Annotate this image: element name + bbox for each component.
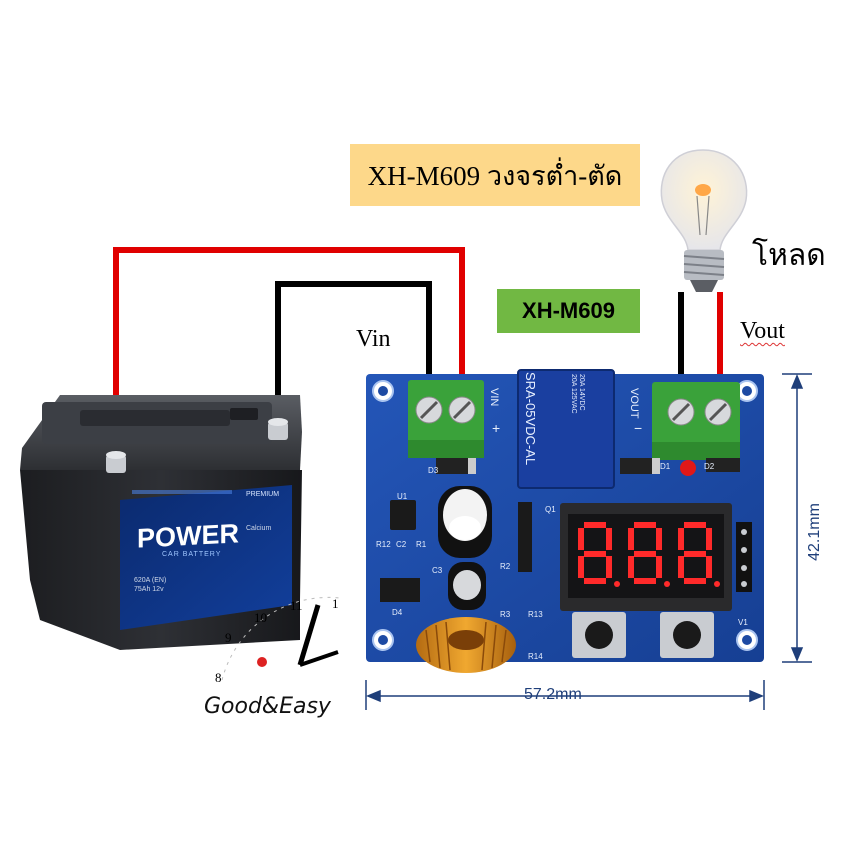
vin-plus-label: +: [492, 420, 501, 436]
vout-minus-label: −: [634, 420, 643, 436]
clock-9: 9: [225, 630, 232, 645]
battery: [20, 395, 302, 650]
model-badge: XH-M609: [497, 289, 640, 333]
light-bulb-icon: [660, 149, 748, 292]
component-label-u1: U1: [397, 492, 408, 501]
brand-watermark: Good&Easy: [204, 694, 331, 719]
relay-rating: 20A 14VDC 20A 125VAC: [569, 374, 585, 414]
capacitor-small: [448, 562, 486, 610]
digit-2-segment-4: [634, 578, 656, 584]
battery-spec-line2: 75Ah 12v: [134, 586, 164, 593]
digit-1-segment-7: [584, 551, 606, 557]
relay-part-number: SRA-05VDC-AL: [523, 372, 538, 466]
clock-11: 11: [290, 598, 303, 613]
component-label-r1: R1: [416, 540, 427, 549]
digit-3-segment-3: [706, 556, 712, 578]
clock-watermark: 8 9 10 11 1: [215, 596, 341, 685]
status-led: [680, 460, 696, 476]
positive-wire: [113, 247, 465, 470]
clock-1: 1: [332, 596, 339, 611]
dimension-height: [782, 373, 812, 663]
clock-8: 8: [215, 670, 222, 685]
inductor-coil: [416, 617, 516, 673]
digit-1-segment-5: [578, 556, 584, 578]
digit-2-decimal-point: [664, 581, 670, 587]
vout-label: Vout: [740, 318, 785, 344]
digit-3-segment-5: [678, 556, 684, 578]
component-label-d1: D1: [660, 462, 671, 471]
width-dimension-label: 57.2mm: [524, 686, 582, 703]
component-label-c2: C2: [396, 540, 407, 549]
battery-spec-line1: 620A (EN): [134, 577, 167, 584]
digit-1-segment-1: [584, 522, 606, 528]
digit-2-segment-2: [656, 528, 662, 550]
component-label-q1: Q1: [545, 505, 556, 514]
relay: [517, 369, 615, 489]
digit-3-segment-6: [678, 528, 684, 550]
battery-brand: POWER: [137, 518, 240, 554]
battery-type: Calcium: [246, 525, 272, 532]
digit-1-decimal-point: [614, 581, 620, 587]
component-label-r12: R12: [376, 540, 391, 549]
vout-terminal-label: VOUT: [628, 388, 640, 419]
input-terminal-block: [408, 380, 484, 458]
digit-3-segment-4: [684, 578, 706, 584]
component-label-r14: R14: [528, 652, 543, 661]
digit-1-segment-2: [606, 528, 612, 550]
vin-terminal-label: VIN: [488, 388, 500, 407]
relay-rating-line1: 20A 14VDC: [578, 374, 585, 411]
digit-3-segment-1: [684, 522, 706, 528]
digit-2-segment-7: [634, 551, 656, 557]
vin-label: Vin: [356, 326, 391, 352]
output-terminal-block: [652, 382, 740, 460]
battery-spec: 620A (EN) 75Ah 12v: [134, 576, 166, 594]
load-label: โหลด: [752, 239, 826, 272]
height-dimension-label: 42.1mm: [805, 503, 823, 561]
terminal-positive: [106, 451, 126, 473]
component-label-r13: R13: [528, 610, 543, 619]
relay-rating-line2: 20A 125VAC: [570, 374, 577, 414]
negative-wire: [275, 281, 432, 432]
digit-2-segment-3: [656, 556, 662, 578]
terminal-negative: [268, 418, 288, 440]
button-right[interactable]: [660, 612, 714, 658]
component-label-d3: D3: [428, 466, 439, 475]
capacitor-large: [438, 486, 492, 558]
digit-2-segment-6: [628, 528, 634, 550]
digit-1-segment-4: [584, 578, 606, 584]
display-digits: [578, 522, 720, 587]
battery-subtitle: CAR BATTERY: [162, 551, 222, 558]
component-label-r3: R3: [500, 610, 511, 619]
component-label-d4: D4: [392, 608, 403, 617]
digit-1-segment-6: [578, 528, 584, 550]
digit-2-segment-5: [628, 556, 634, 578]
digit-1-segment-3: [606, 556, 612, 578]
pcb-board: [366, 369, 764, 673]
clock-10: 10: [254, 610, 267, 625]
digit-3-decimal-point: [714, 581, 720, 587]
component-label-c3: C3: [432, 566, 443, 575]
page-title: XH-M609 วงจรต่ำ-ตัด: [350, 144, 640, 206]
component-label-d2: D2: [704, 462, 715, 471]
component-label-r2: R2: [500, 562, 511, 571]
digit-3-segment-7: [684, 551, 706, 557]
dimension-width: [365, 680, 765, 710]
battery-premium: PREMIUM: [246, 491, 280, 498]
component-label-v1: V1: [738, 618, 748, 627]
button-left[interactable]: [572, 612, 626, 658]
digit-2-segment-1: [634, 522, 656, 528]
digit-3-segment-2: [706, 528, 712, 550]
